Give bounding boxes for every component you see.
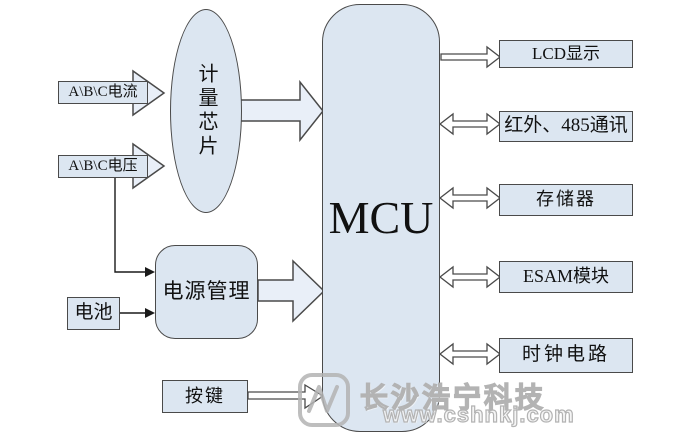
node-lcd-display: LCD显示 — [499, 40, 633, 68]
node-clock-circuit-label: 时钟电路 — [521, 344, 610, 366]
node-battery: 电池 — [67, 297, 120, 330]
arrow-mcu-comm-bidirectional — [438, 112, 502, 136]
node-memory: 存储器 — [499, 184, 633, 216]
node-power-management-label: 电源管理 — [162, 279, 251, 304]
arrow-mcu-memory-bidirectional — [438, 186, 502, 210]
node-battery-label: 电池 — [74, 302, 113, 324]
node-esam-module-label: ESAM模块 — [522, 266, 609, 287]
node-lcd-display-label: LCD显示 — [532, 43, 600, 63]
node-clock-circuit: 时钟电路 — [499, 338, 633, 373]
node-ir-485-comm: 红外、485通讯 — [499, 111, 633, 142]
node-keys: 按键 — [162, 380, 248, 413]
arrow-mcu-to-lcd — [440, 45, 502, 69]
node-abc-current: A\B\C电流 — [58, 81, 148, 104]
connector-voltage-to-power — [114, 178, 155, 318]
arrow-mcu-esam-bidirectional — [438, 265, 502, 289]
node-abc-voltage-label: A\B\C电压 — [68, 158, 138, 175]
node-mcu-label: MCU — [328, 191, 434, 243]
arrow-power-to-mcu — [257, 259, 326, 323]
node-keys-label: 按键 — [185, 385, 225, 406]
node-abc-current-label: A\B\C电流 — [68, 84, 138, 101]
node-metering-chip-label: 计量芯片 — [195, 63, 217, 159]
node-memory-label: 存储器 — [536, 189, 596, 210]
node-metering-chip: 计量芯片 — [170, 9, 242, 213]
node-power-management: 电源管理 — [155, 245, 258, 339]
watermark-logo-icon — [298, 373, 350, 427]
node-ir-485-comm-label: 红外、485通讯 — [504, 115, 628, 137]
node-esam-module: ESAM模块 — [499, 261, 633, 293]
arrow-mcu-clock-bidirectional — [438, 342, 502, 366]
node-abc-voltage: A\B\C电压 — [58, 155, 148, 178]
arrow-chip-to-mcu — [239, 79, 324, 143]
node-mcu: MCU — [322, 4, 440, 432]
